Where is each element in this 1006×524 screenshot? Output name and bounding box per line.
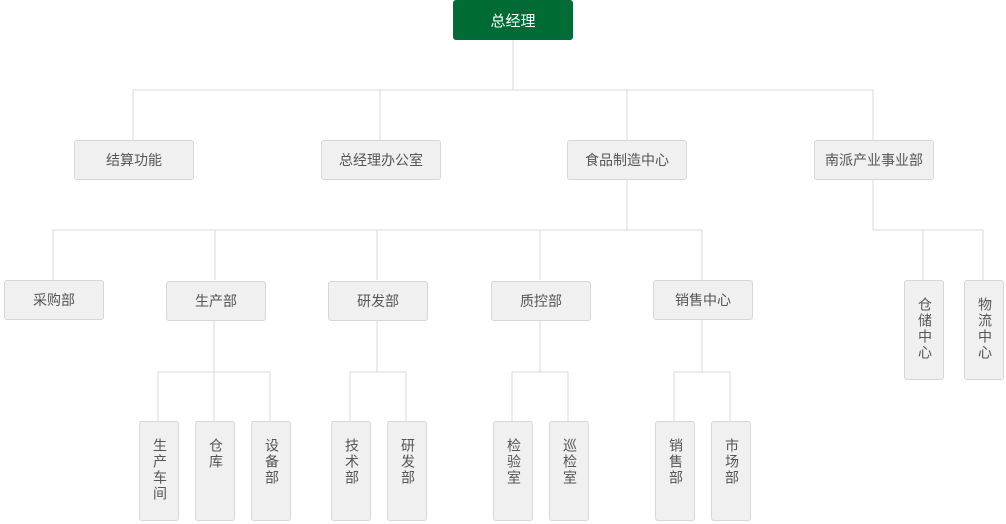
node-gm-office[interactable]: 总经理办公室 bbox=[321, 140, 441, 180]
node-marketing[interactable]: 市场部 bbox=[711, 421, 751, 521]
node-storehouse[interactable]: 仓库 bbox=[195, 421, 235, 521]
node-sales-center[interactable]: 销售中心 bbox=[653, 280, 753, 320]
node-settlement[interactable]: 结算功能 bbox=[74, 140, 194, 180]
node-quality-control[interactable]: 质控部 bbox=[491, 281, 591, 321]
node-purchasing[interactable]: 采购部 bbox=[4, 280, 104, 320]
node-sales-department[interactable]: 销售部 bbox=[655, 421, 695, 521]
node-patrol-inspection[interactable]: 巡检室 bbox=[549, 421, 589, 521]
node-technology[interactable]: 技术部 bbox=[331, 421, 371, 521]
node-production[interactable]: 生产部 bbox=[166, 281, 266, 321]
node-logistics-center[interactable]: 物流中心 bbox=[964, 280, 1004, 380]
node-south-division[interactable]: 南派产业事业部 bbox=[814, 140, 934, 180]
node-production-workshop[interactable]: 生产车间 bbox=[139, 421, 179, 521]
node-food-manufacturing-center[interactable]: 食品制造中心 bbox=[567, 140, 687, 180]
node-rnd-sub[interactable]: 研发部 bbox=[387, 421, 427, 521]
node-inspection-lab[interactable]: 检验室 bbox=[493, 421, 533, 521]
node-warehouse-center[interactable]: 仓储中心 bbox=[904, 280, 944, 380]
node-general-manager[interactable]: 总经理 bbox=[453, 0, 573, 40]
node-rnd[interactable]: 研发部 bbox=[328, 281, 428, 321]
node-equipment[interactable]: 设备部 bbox=[251, 421, 291, 521]
